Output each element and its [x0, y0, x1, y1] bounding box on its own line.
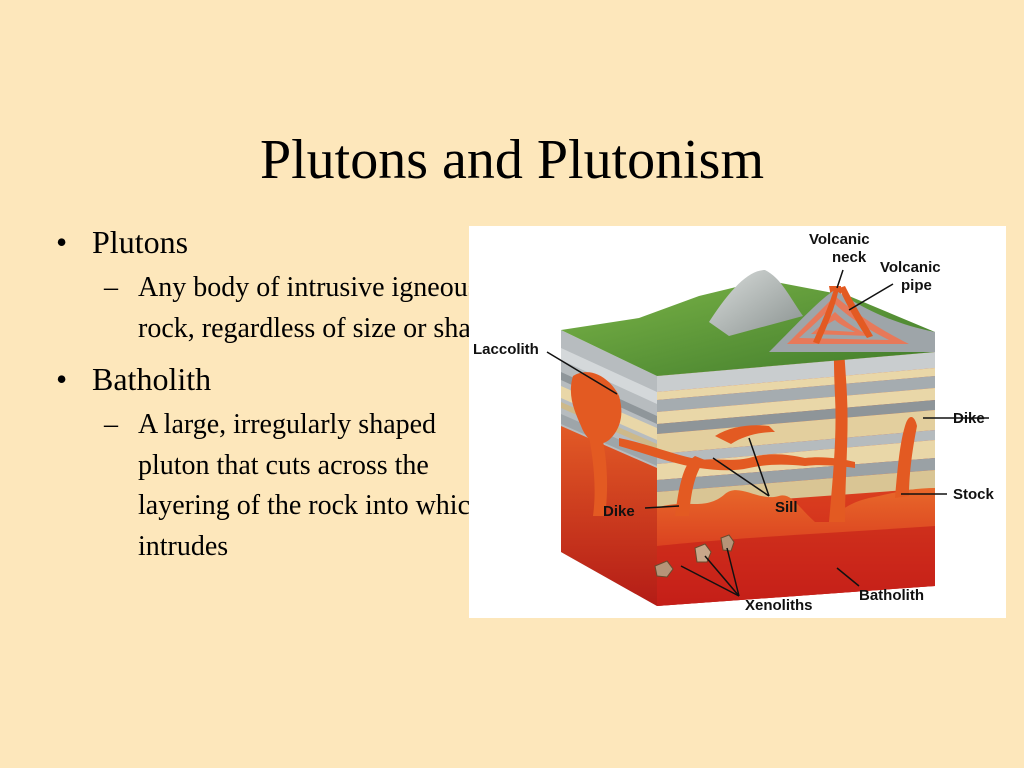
sub-bullet-text: Any body of intrusive igneous rock, rega… — [138, 272, 498, 344]
leader-sill-2 — [748, 437, 770, 497]
sub-bullet-mark: – — [104, 272, 118, 303]
leader-xenolith-2 — [704, 555, 740, 597]
leader-batholith — [836, 567, 860, 587]
leader-volcanic-pipe — [848, 283, 894, 311]
sub-bullet-text: A large, irregularly shaped pluton that … — [138, 409, 507, 562]
xenolith — [654, 560, 674, 578]
block-front-face — [619, 286, 935, 606]
leader-lines — [546, 269, 989, 597]
label-volcanic-neck-line2: neck — [832, 249, 867, 266]
slide-title: Plutons and Plutonism — [259, 129, 765, 191]
label-volcanic-neck-line1: Volcanic — [809, 231, 870, 248]
diagram-labels: Volcanic neck Volcanic pipe Laccolith Di… — [473, 231, 995, 614]
label-volcanic-pipe-line2: pipe — [901, 277, 932, 294]
block-left-face — [561, 330, 657, 606]
label-dike-left: Dike — [603, 503, 635, 520]
pluton-diagram-svg: Volcanic neck Volcanic pipe Laccolith Di… — [473, 231, 995, 614]
pluton-diagram: Volcanic neck Volcanic pipe Laccolith Di… — [469, 226, 1006, 618]
label-laccolith: Laccolith — [473, 341, 539, 358]
sub-bullet-batholith-definition: – A large, irregularly shaped pluton tha… — [52, 405, 512, 567]
xenolith — [720, 534, 735, 552]
label-xenoliths: Xenoliths — [745, 597, 813, 614]
label-volcanic-pipe-line1: Volcanic — [880, 259, 941, 276]
label-dike-right: Dike — [953, 410, 985, 427]
leader-dike-left — [644, 505, 680, 509]
label-sill: Sill — [775, 499, 798, 516]
bullet-list: • Plutons – Any body of intrusive igneou… — [52, 222, 512, 577]
leader-sill-1 — [712, 457, 770, 497]
sub-bullet-pluton-definition: – Any body of intrusive igneous rock, re… — [52, 268, 512, 349]
bullet-plutons: • Plutons — [52, 222, 512, 262]
leader-volcanic-neck — [836, 269, 844, 289]
bullet-mark: • — [56, 224, 68, 260]
sub-bullet-mark: – — [104, 409, 118, 440]
label-batholith: Batholith — [859, 587, 924, 604]
bullet-text: Plutons — [92, 224, 189, 260]
bullet-batholith: • Batholith — [52, 359, 512, 399]
bullet-text: Batholith — [92, 361, 212, 397]
block-top-surface — [561, 270, 935, 376]
bullet-mark: • — [56, 361, 68, 397]
leader-laccolith — [546, 351, 618, 395]
leader-xenolith-1 — [680, 565, 740, 597]
label-stock: Stock — [953, 486, 995, 503]
leader-xenolith-3 — [726, 547, 740, 597]
